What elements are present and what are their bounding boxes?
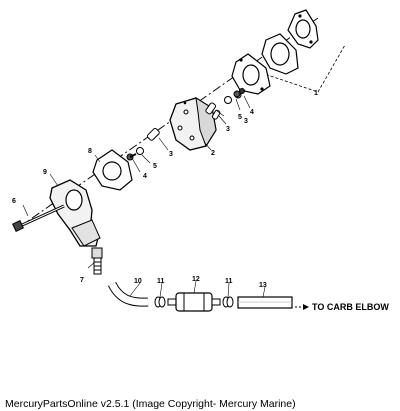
gasket-near — [231, 53, 271, 95]
callout-10: 10 — [134, 278, 142, 285]
callout-3-right: 3 — [226, 126, 230, 133]
callout-11-right: 11 — [225, 278, 233, 285]
leader-lines — [22, 95, 266, 298]
washer-lower — [136, 147, 144, 155]
callout-9: 9 — [43, 169, 47, 176]
callout-3-mid: 3 — [169, 151, 173, 158]
washer-upper — [224, 96, 232, 104]
callout-2: 2 — [211, 150, 215, 157]
callout-1: 1 — [314, 90, 318, 97]
bracket-item-1 — [246, 44, 346, 93]
pump-gasket — [92, 149, 133, 191]
callout-13: 13 — [259, 282, 267, 289]
fuel-fitting — [91, 247, 103, 275]
gasket-far — [287, 9, 319, 49]
check-valve-lower — [146, 127, 160, 141]
hose-clamp-left — [154, 296, 166, 308]
inline-fuel-filter — [167, 292, 221, 312]
callout-12: 12 — [192, 276, 200, 283]
callout-11-left: 11 — [157, 278, 165, 285]
callout-4-lower: 4 — [143, 173, 147, 180]
fuel-pump-body — [169, 97, 217, 151]
callout-8: 8 — [88, 148, 92, 155]
mounting-bolt — [12, 204, 65, 232]
flange-gasket — [261, 33, 299, 75]
screw-upper — [233, 88, 245, 98]
callout-5-lower: 5 — [153, 163, 157, 170]
centerline — [17, 17, 319, 229]
callout-3-upper: 3 — [244, 118, 248, 125]
destination-label: TO CARB ELBOW — [312, 302, 389, 312]
hose-clamp-right — [222, 296, 234, 308]
screw-lower — [126, 153, 137, 161]
callout-5-upper: 5 — [238, 114, 242, 121]
check-valve-upper — [205, 102, 217, 115]
callout-7: 7 — [80, 277, 84, 284]
fuel-hose-straight — [237, 296, 293, 309]
check-valve-mid — [212, 109, 221, 120]
pump-base-housing — [49, 179, 101, 247]
callout-4-upper: 4 — [250, 109, 254, 116]
callout-6: 6 — [12, 198, 16, 205]
copyright-footer: MercuryPartsOnline v2.5.1 (Image Copyrig… — [5, 398, 296, 410]
